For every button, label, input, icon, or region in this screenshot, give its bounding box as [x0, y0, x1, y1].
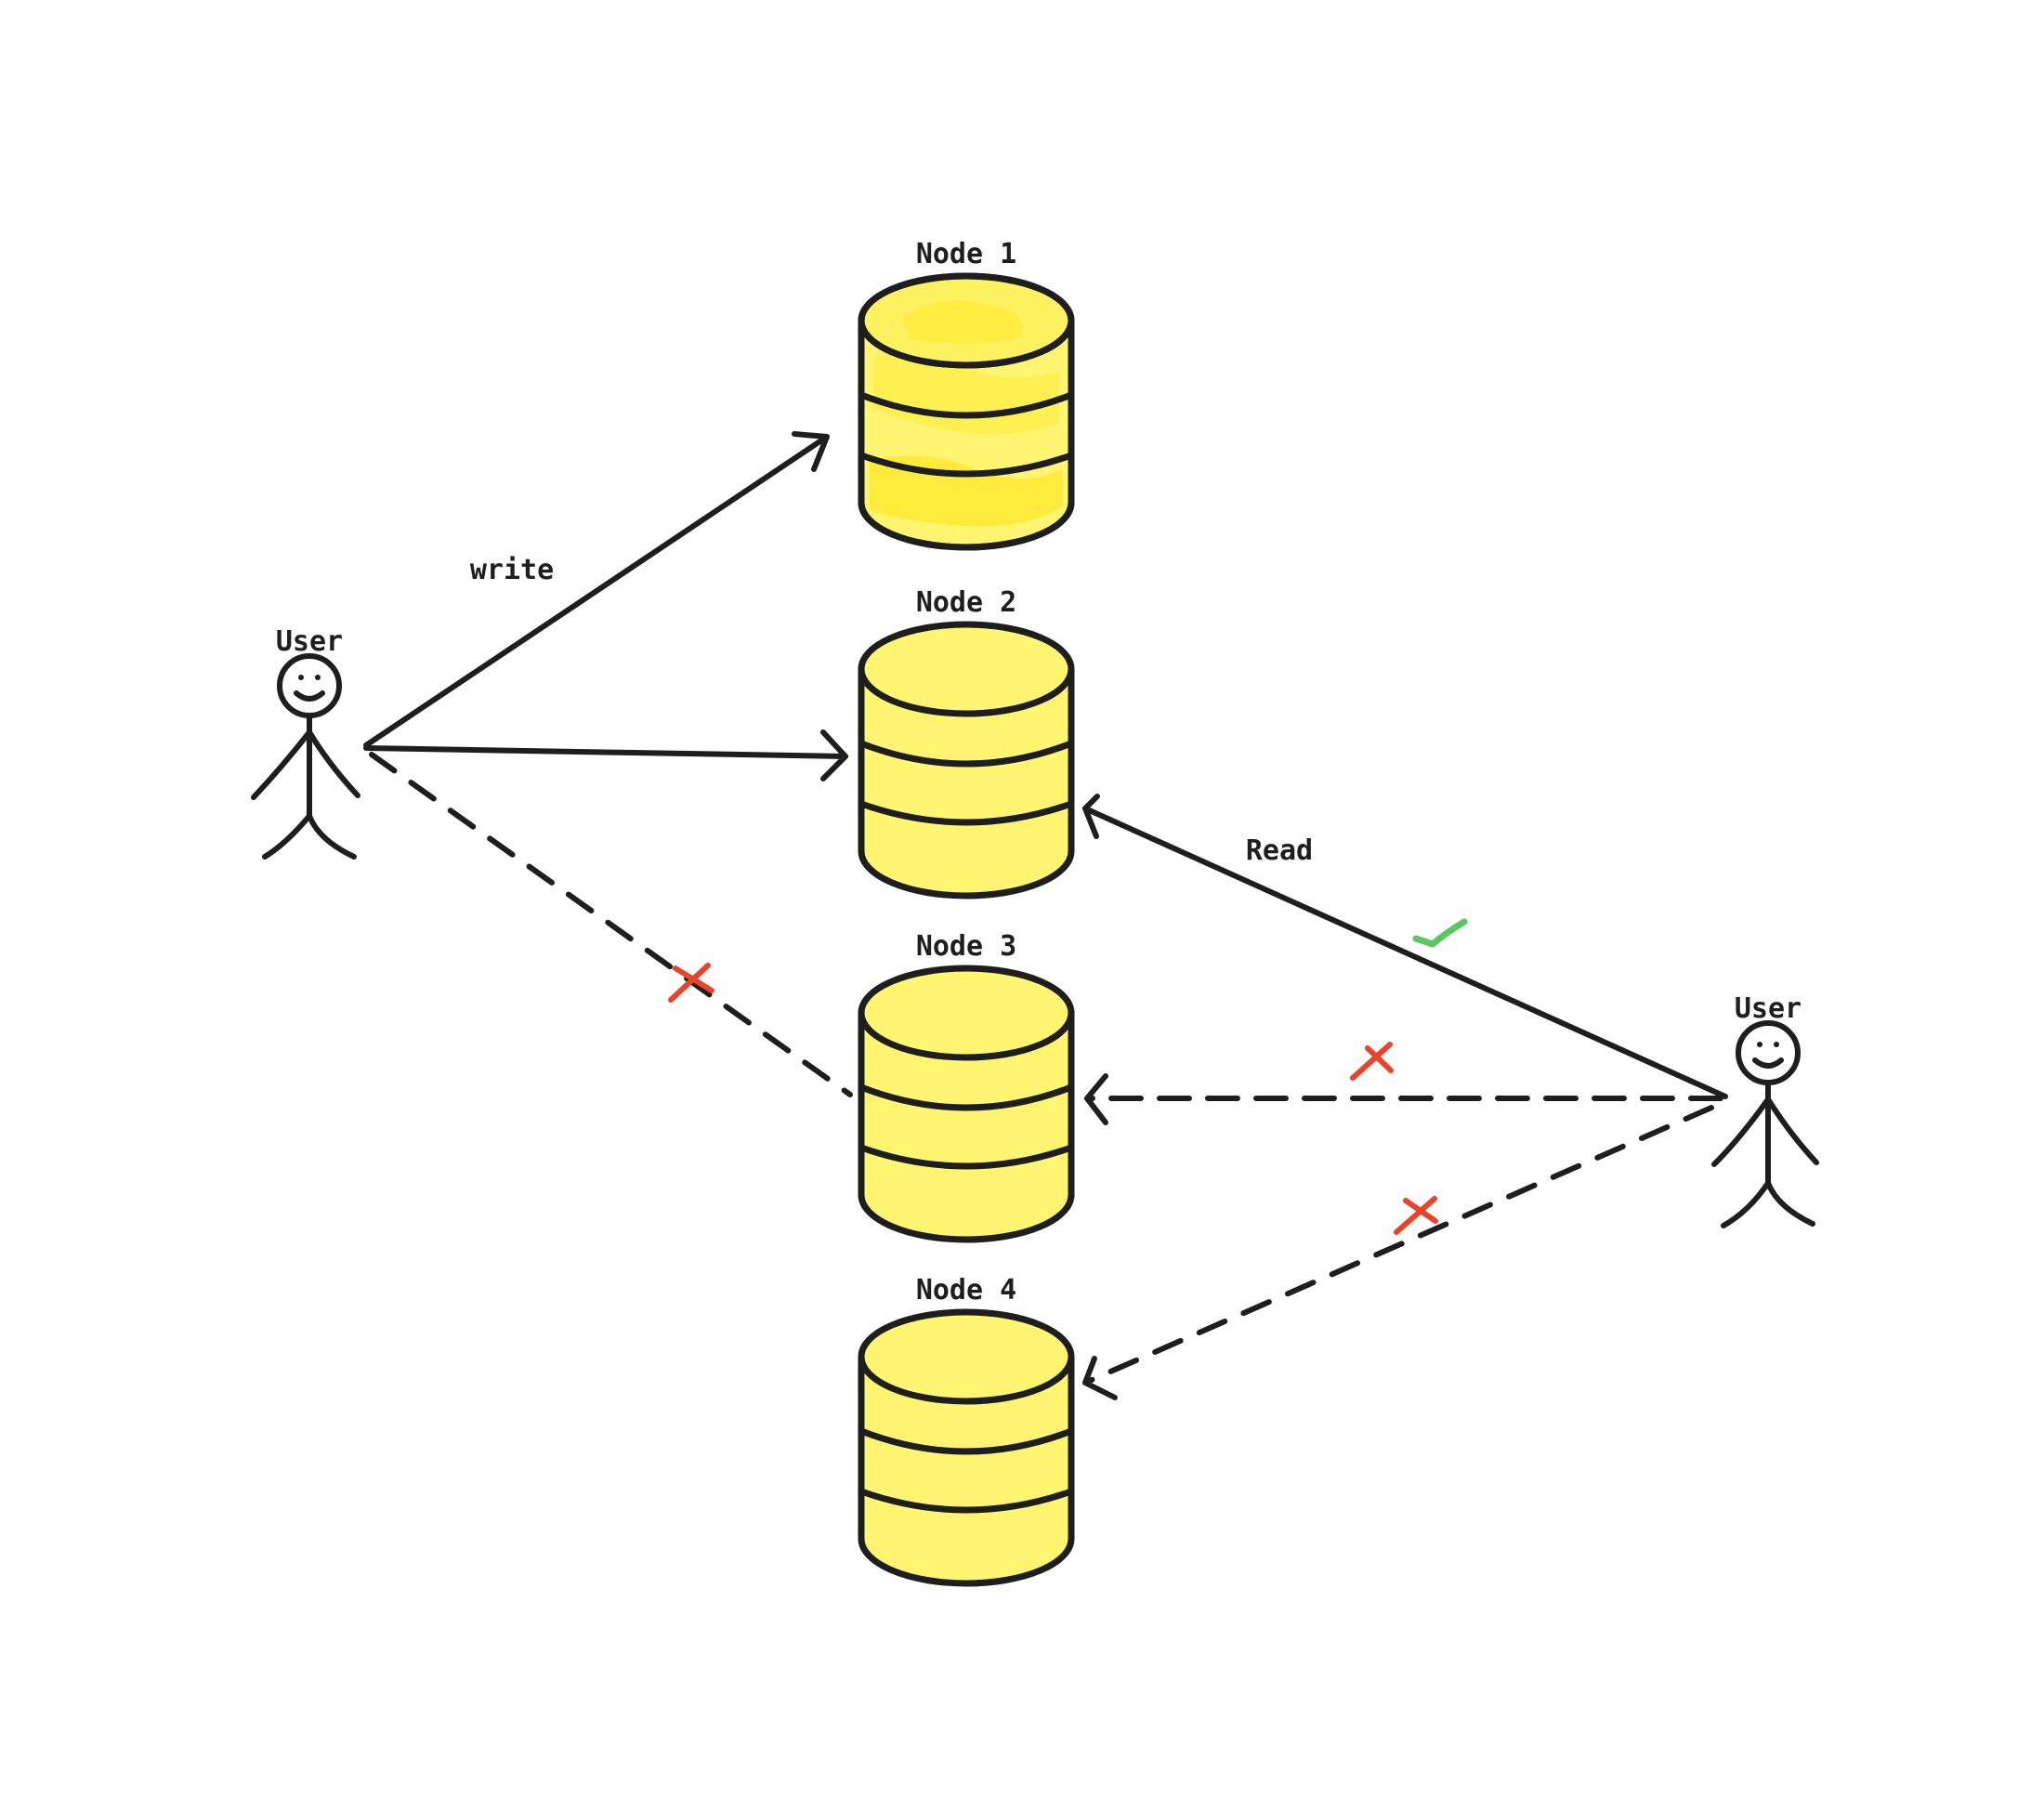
stick-figure-icon — [1711, 1020, 1819, 1228]
cross-icon — [1350, 1042, 1394, 1081]
db-node-1: Node 1 — [858, 238, 1075, 551]
actor-label: User — [276, 625, 343, 658]
db-node-2: Node 2 — [858, 586, 1075, 899]
db-node-3: Node 3 — [858, 930, 1075, 1243]
cross-icon — [1394, 1196, 1438, 1235]
edge-read-node4 — [1082, 1105, 1714, 1400]
database-icon — [858, 965, 1075, 1243]
edge-write-node3 — [369, 752, 853, 1097]
edge-read-node3 — [1084, 1042, 1723, 1125]
database-icon — [858, 1308, 1075, 1587]
check-icon — [1412, 918, 1468, 948]
database-icon — [858, 272, 1075, 551]
node-label: Node 4 — [916, 1274, 1016, 1306]
actor-writer: User — [251, 625, 360, 860]
edge-read-node2 — [1082, 794, 1728, 1099]
actor-reader: User — [1711, 992, 1819, 1228]
edge-write-node2 — [363, 729, 848, 781]
node-label: Node 1 — [916, 238, 1016, 270]
actor-label: User — [1735, 992, 1802, 1025]
db-node-4: Node 4 — [858, 1274, 1075, 1587]
arrowhead-icon — [1082, 1356, 1118, 1400]
cross-icon — [668, 963, 714, 1003]
edge-label-write: write — [470, 554, 554, 586]
edges — [363, 431, 1728, 1400]
arrowhead-icon — [1082, 794, 1100, 839]
edge-label-read: Read — [1246, 834, 1313, 867]
node-label: Node 2 — [916, 586, 1016, 619]
database-icon — [858, 621, 1075, 899]
arrowhead-icon — [820, 729, 848, 781]
arrowhead-icon — [1084, 1073, 1108, 1125]
stick-figure-icon — [251, 653, 360, 860]
arrowhead-icon — [792, 431, 830, 472]
node-label: Node 3 — [916, 930, 1016, 963]
edge-write-node1 — [363, 431, 830, 748]
